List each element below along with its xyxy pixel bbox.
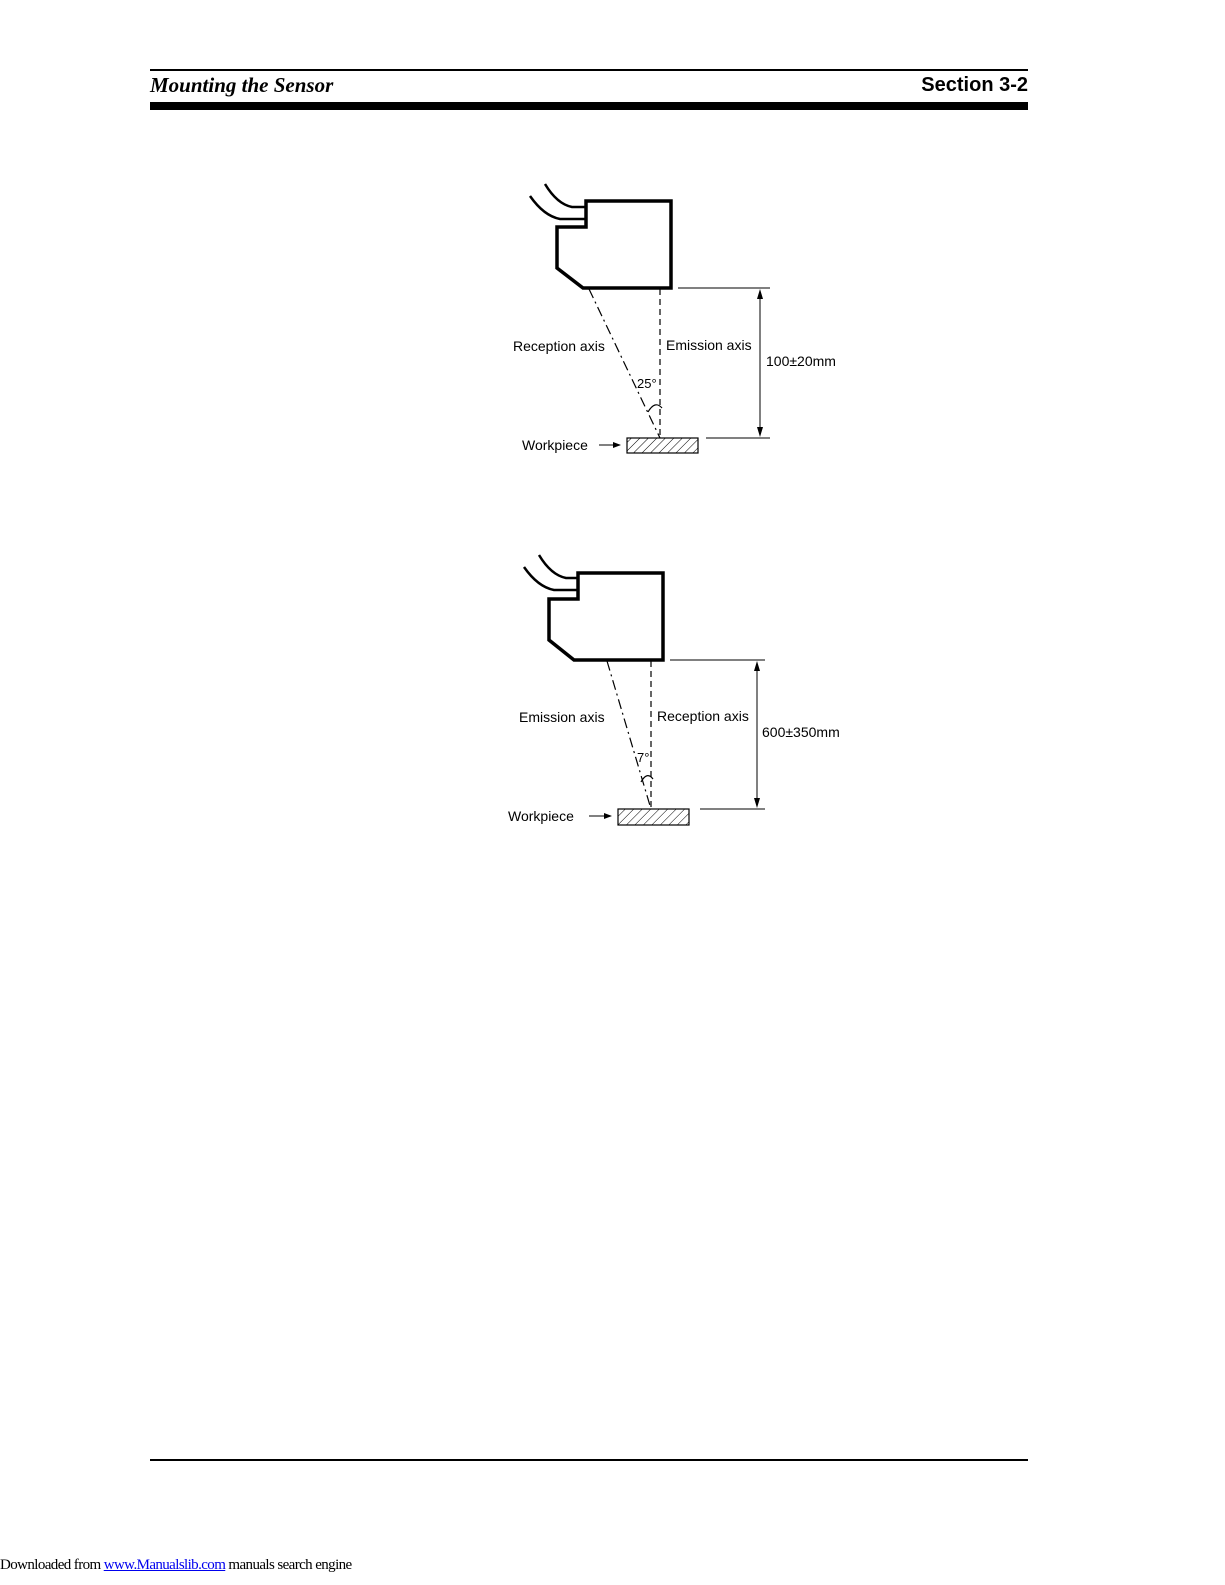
- dimension-arrow-down: [757, 427, 763, 437]
- download-suffix: manuals search engine: [225, 1557, 351, 1573]
- workpiece-label: Workpiece: [508, 808, 574, 824]
- sensor-cable: [539, 555, 578, 578]
- distance-label: 100±20mm: [766, 353, 836, 369]
- dimension-arrow-down: [754, 798, 760, 808]
- footer-rule: [150, 1459, 1028, 1461]
- sensor-body: [549, 573, 663, 660]
- reception-axis-label: Reception axis: [657, 708, 749, 724]
- download-prefix: Downloaded from: [0, 1557, 104, 1573]
- emission-axis-label: Emission axis: [519, 709, 605, 725]
- diagram-top: Reception axis Emission axis 25° 100±20m…: [513, 184, 836, 453]
- manualslib-link[interactable]: www.Manualslib.com: [104, 1557, 226, 1573]
- dimension-arrow-up: [757, 289, 763, 299]
- angle-label: 25°: [637, 376, 657, 391]
- sensor-cable: [545, 184, 586, 207]
- angle-label: 7°: [637, 750, 649, 765]
- emission-axis-line: [607, 661, 651, 809]
- workpiece: [618, 809, 689, 825]
- distance-label: 600±350mm: [762, 724, 840, 740]
- emission-axis-label: Emission axis: [666, 337, 752, 353]
- dimension-arrow-up: [754, 661, 760, 671]
- download-note: Downloaded from www.Manualslib.com manua…: [0, 1557, 352, 1574]
- sensor-body: [557, 201, 671, 288]
- workpiece: [627, 438, 698, 453]
- reception-axis-label: Reception axis: [513, 338, 605, 354]
- workpiece-label: Workpiece: [522, 437, 588, 453]
- diagram-bottom: Emission axis Reception axis 7° 600±350m…: [508, 555, 840, 825]
- reception-axis-line: [589, 289, 660, 438]
